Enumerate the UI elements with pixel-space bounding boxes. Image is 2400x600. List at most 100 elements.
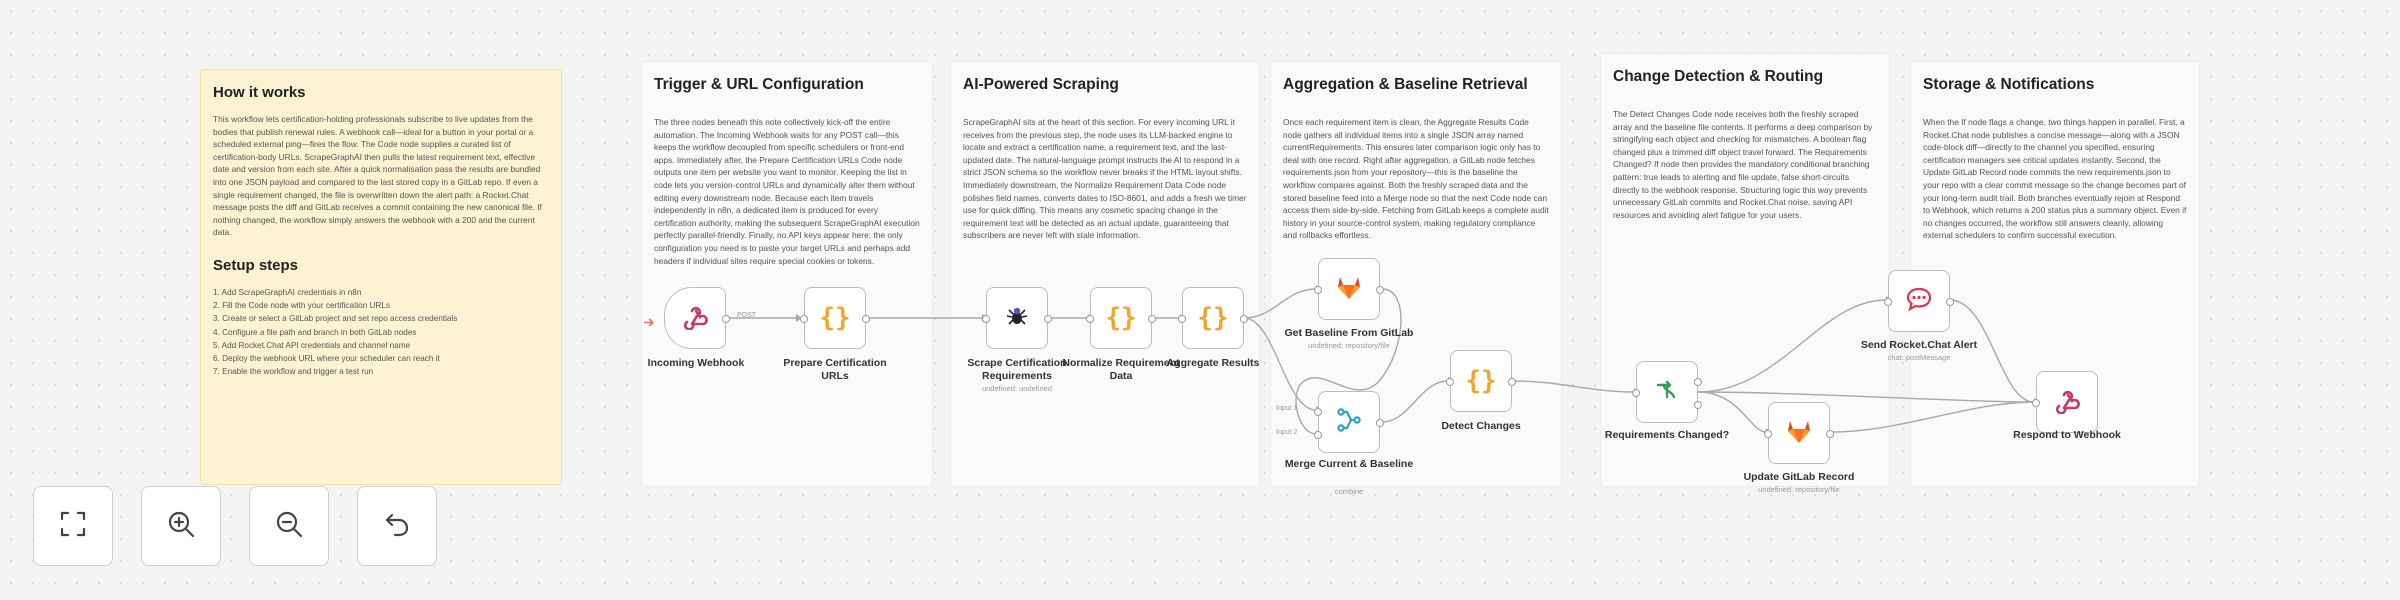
edge-detect-if (1513, 380, 1635, 393)
zoom-out-button[interactable] (249, 486, 329, 566)
merge-icon (1336, 407, 1362, 438)
storage-note-body: When the If node flags a change, two thi… (1923, 117, 2187, 241)
setup-step: 5. Add Rocket.Chat API credentials and c… (213, 340, 411, 350)
node-merge-current-baseline[interactable] (1314, 391, 1384, 453)
node-scrape-certification-requirements[interactable] (982, 287, 1052, 349)
input-port[interactable] (1446, 378, 1454, 386)
sticky-note-storage[interactable]: Storage & Notifications When the If node… (1910, 61, 2200, 487)
node-label: Update GitLab Record (1743, 471, 1855, 483)
sticky-note-trigger[interactable]: Trigger & URL Configuration The three no… (641, 61, 933, 487)
spider-icon (1003, 302, 1031, 335)
sticky-note-scraping[interactable]: AI-Powered Scraping ScrapeGraphAI sits a… (950, 61, 1260, 487)
node-label: Aggregate Results (1166, 357, 1260, 369)
output-port[interactable] (1376, 286, 1384, 294)
input-port[interactable] (1178, 315, 1186, 323)
output-port[interactable] (1376, 419, 1384, 427)
node-prepare-certification-urls[interactable]: {} (800, 287, 870, 349)
setup-step: 6. Deploy the webhook URL where your sch… (213, 353, 440, 363)
edge-aggregate-baseline (1243, 288, 1317, 319)
output-port[interactable] (1826, 430, 1834, 438)
output-port[interactable] (1946, 298, 1954, 306)
scraping-note-body: ScrapeGraphAI sits at the heart of this … (963, 117, 1247, 241)
setup-step: 3. Create or select a GitLab project and… (213, 314, 458, 324)
node-requirements-changed[interactable] (1632, 361, 1702, 423)
code-braces-icon: {} (1105, 303, 1137, 333)
fit-view-button[interactable] (33, 486, 113, 566)
node-aggregate-results[interactable]: {} (1178, 287, 1248, 349)
input-port[interactable] (1764, 430, 1772, 438)
node-get-baseline-from-gitlab[interactable] (1314, 258, 1384, 320)
node-label: Respond to Webhook (2013, 429, 2121, 441)
edge-if-respond (1697, 391, 2035, 403)
sticky-note-how-it-works[interactable]: How it works This workflow lets certific… (200, 69, 562, 485)
node-subtitle: undefined: repository/file (1308, 341, 1390, 350)
edge-label-post: POST (737, 312, 757, 319)
setup-step: 7. Enable the workflow and trigger a tes… (213, 367, 374, 377)
node-subtitle: combine (1334, 487, 1364, 496)
fit-view-icon (59, 510, 87, 543)
node-label: Get Baseline From GitLab (1284, 327, 1414, 339)
trigger-note-body: The three nodes beneath this note collec… (654, 117, 920, 266)
input-port[interactable] (1314, 431, 1322, 439)
zoom-out-icon (274, 509, 304, 544)
code-braces-icon: {} (1197, 303, 1229, 333)
edge-rocket-respond (1949, 299, 2035, 403)
edge-baseline-merge-input2 (1295, 288, 1402, 435)
webhook-icon (2053, 386, 2081, 419)
input-port[interactable] (1086, 315, 1094, 323)
code-braces-icon: {} (1465, 366, 1497, 396)
setup-step: 2. Fill the Code node with your certific… (213, 301, 391, 311)
edge-aggregate-merge-input1 (1243, 317, 1317, 411)
node-label: Scrape Certification Requirements (967, 357, 1067, 382)
input-port[interactable] (1884, 298, 1892, 306)
scraping-note-title: AI-Powered Scraping (963, 76, 1119, 93)
zoom-in-icon (166, 509, 196, 544)
node-respond-to-webhook[interactable] (2032, 371, 2098, 433)
output-port[interactable] (1044, 315, 1052, 323)
input-port[interactable] (1314, 408, 1322, 416)
edge-merge-detect (1381, 380, 1449, 423)
input-port[interactable] (800, 315, 808, 323)
output-port[interactable] (722, 315, 730, 323)
output-port-false[interactable] (1694, 401, 1702, 409)
trigger-bolt-marker (644, 314, 655, 327)
input-port[interactable] (982, 315, 990, 323)
output-port[interactable] (1148, 315, 1156, 323)
setup-step: 1. Add ScrapeGraphAI credentials in n8n (213, 287, 362, 297)
reset-zoom-button[interactable] (357, 486, 437, 566)
node-label: Detect Changes (1441, 420, 1521, 432)
input-port[interactable] (2032, 399, 2040, 407)
gitlab-icon (1785, 418, 1813, 449)
output-port[interactable] (862, 315, 870, 323)
output-port[interactable] (1508, 378, 1516, 386)
zoom-in-button[interactable] (141, 486, 221, 566)
edge-label-input1: Input 1 (1276, 405, 1298, 412)
webhook-icon (681, 302, 709, 335)
output-port[interactable] (1240, 315, 1248, 323)
node-label: Prepare Certification URLs (783, 357, 887, 382)
node-incoming-webhook[interactable] (664, 287, 730, 349)
edge-if-update (1697, 391, 1767, 433)
node-send-rocketchat-alert[interactable] (1884, 270, 1954, 332)
input-port[interactable] (1632, 389, 1640, 397)
code-braces-icon: {} (819, 303, 851, 333)
undo-icon (383, 510, 411, 543)
setup-steps-title: Setup steps (213, 256, 299, 274)
edge-label-input2: Input 2 (1276, 429, 1298, 436)
setup-steps-list: 1. Add ScrapeGraphAI credentials in n8n … (213, 286, 549, 378)
node-subtitle: chat: postMessage (1887, 353, 1951, 362)
node-label: Requirements Changed? (1604, 429, 1730, 441)
edge-update-respond (1831, 401, 2035, 433)
input-port[interactable] (1314, 286, 1322, 294)
node-detect-changes[interactable]: {} (1446, 350, 1516, 412)
output-port-true[interactable] (1694, 378, 1702, 386)
change-note-body: The Detect Changes Code node receives bo… (1613, 109, 1873, 220)
node-update-gitlab-record[interactable] (1764, 402, 1834, 464)
node-label: Normalize Requirement Data (1062, 357, 1180, 382)
rocketchat-icon (1905, 286, 1933, 317)
node-subtitle: undefined: repository/file (1758, 485, 1840, 494)
setup-step: 4. Configure a file path and branch in b… (213, 327, 417, 337)
if-icon (1654, 377, 1680, 408)
node-normalize-requirement-data[interactable]: {} (1086, 287, 1156, 349)
node-label: Merge Current & Baseline (1284, 458, 1414, 470)
